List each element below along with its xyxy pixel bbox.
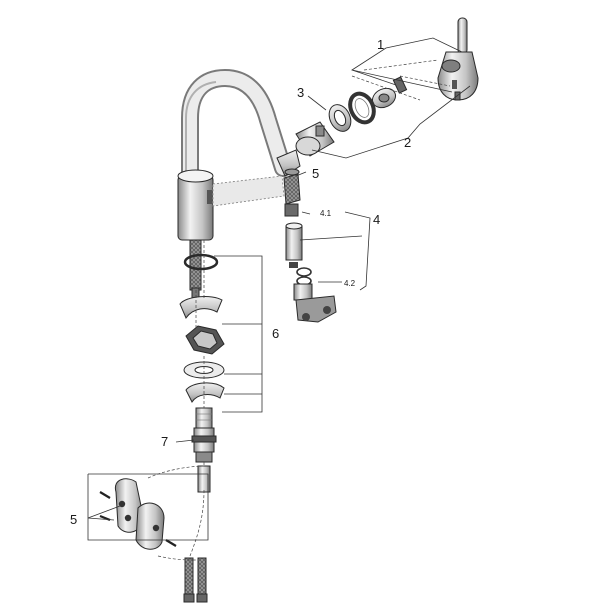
callout-2: 2 bbox=[404, 135, 411, 150]
faucet-housing bbox=[177, 175, 214, 241]
hose-nut bbox=[283, 173, 301, 217]
hose-clip bbox=[114, 478, 165, 550]
threaded-fitting bbox=[195, 407, 213, 429]
mounting-washer bbox=[183, 361, 225, 379]
leader-lines bbox=[87, 37, 471, 541]
mounting-gasket bbox=[185, 325, 225, 355]
diverter-valve bbox=[293, 283, 337, 323]
callout-7: 7 bbox=[161, 434, 168, 449]
callout-4-2: 4.2 bbox=[344, 279, 356, 288]
callout-4-1: 4.1 bbox=[320, 209, 332, 218]
callout-5-hose: 5 bbox=[312, 166, 319, 181]
o-ring-seal bbox=[348, 91, 376, 125]
mounting-horseshoe-upper bbox=[179, 296, 223, 320]
connection-hoses bbox=[183, 557, 208, 603]
faucet-body bbox=[177, 68, 301, 241]
quick-connector bbox=[191, 427, 217, 463]
hose-coupling bbox=[285, 222, 303, 268]
callout-4: 4 bbox=[373, 212, 380, 227]
side-connector bbox=[212, 175, 285, 207]
callout-3: 3 bbox=[297, 85, 304, 100]
assembly-guide-lines bbox=[147, 59, 451, 561]
callout-6: 6 bbox=[272, 326, 279, 341]
mounting-horseshoe-lower bbox=[185, 382, 225, 404]
hose-seal-rings bbox=[296, 267, 312, 286]
lever-handle bbox=[437, 17, 479, 101]
supply-hose bbox=[189, 239, 202, 303]
callout-5-clip: 5 bbox=[70, 512, 77, 527]
cartridge-nut bbox=[328, 104, 352, 132]
callout-1: 1 bbox=[377, 37, 384, 52]
hose-guide-ring bbox=[183, 253, 219, 271]
